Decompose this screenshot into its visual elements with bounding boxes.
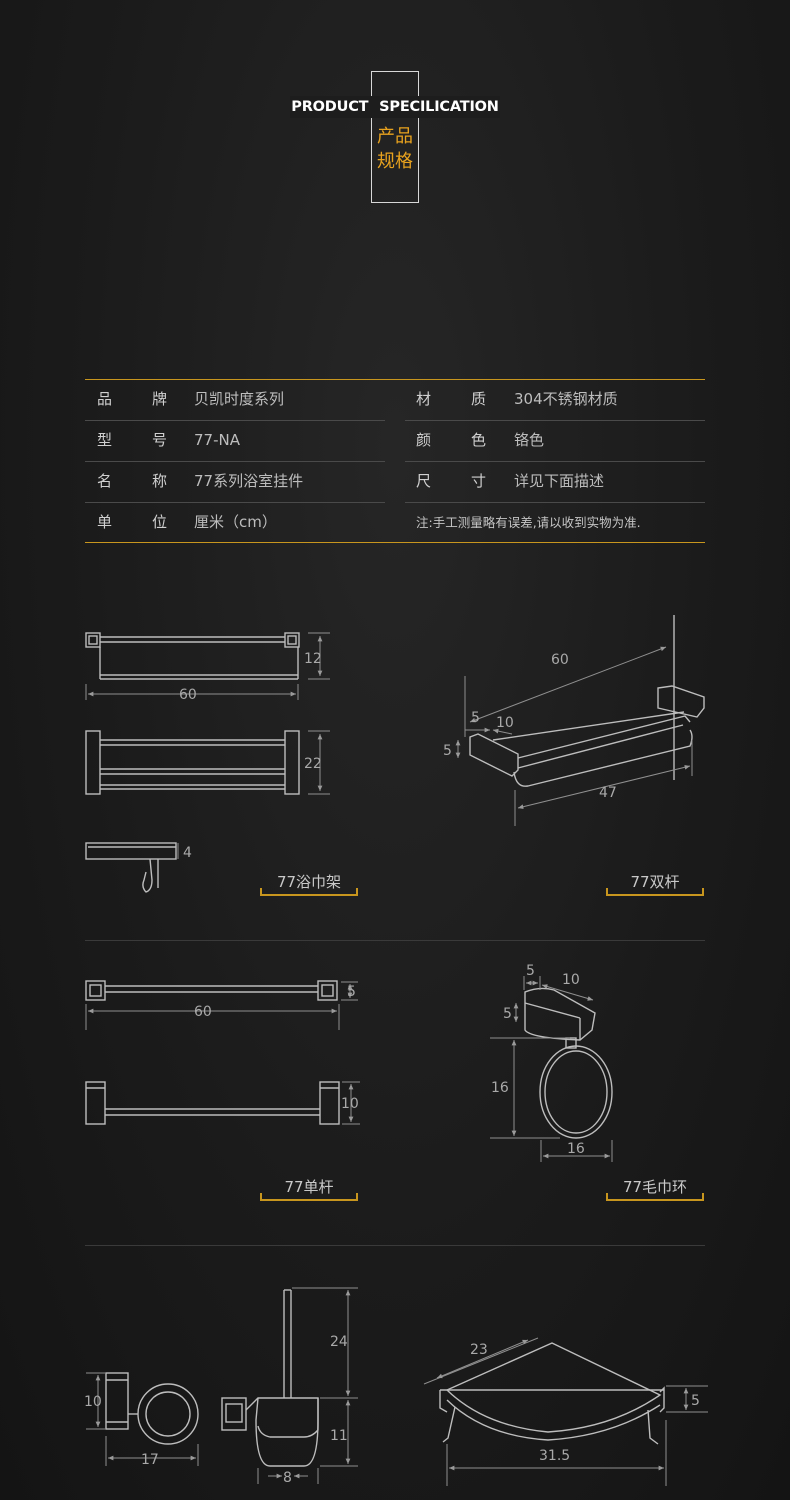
spec-value-model: 77-NA (194, 431, 240, 449)
spec-label-char: 型 (97, 431, 113, 449)
dim-double-a: 5 (471, 710, 480, 726)
header-title-en: PRODUCT SPECILICATION (290, 96, 500, 118)
spec-label-char: 色 (470, 431, 486, 449)
dim-cup-height: 10 (84, 1394, 102, 1410)
spec-row-divider (405, 502, 705, 503)
spec-top-border (85, 379, 705, 380)
caption-double-bar: 77双杆 (606, 872, 704, 896)
spec-label-unit: 单位 (97, 512, 167, 532)
dim-cup-width: 17 (141, 1452, 159, 1468)
spec-bottom-border (85, 542, 705, 543)
spec-label-char: 牌 (151, 390, 167, 408)
double-bar-drawing (469, 615, 705, 787)
spec-label-char: 号 (151, 431, 167, 449)
section-divider (85, 1245, 705, 1246)
towel-rack-top-view (85, 632, 300, 680)
caption-towel-ring: 77毛巾环 (606, 1177, 704, 1201)
spec-label-char: 位 (151, 513, 167, 531)
dim-brush-top: 24 (330, 1334, 348, 1350)
dim-brush-bottom: 11 (330, 1428, 348, 1444)
dim-single-width: 60 (194, 1004, 212, 1020)
cup-holder-drawing (105, 1372, 199, 1445)
dim-shelf-width: 31.5 (539, 1448, 570, 1464)
dim-rack-height: 12 (304, 651, 322, 667)
spec-label-char: 颜 (416, 431, 432, 449)
spec-value-name: 77系列浴室挂件 (194, 472, 304, 490)
dim-rack-width: 60 (179, 687, 197, 703)
header-title-cn-line1: 产品 (377, 126, 413, 147)
dim-single-side: 5 (347, 984, 356, 1000)
section-divider (85, 940, 705, 941)
dim-double-width: 60 (551, 652, 569, 668)
spec-value-size: 详见下面描述 (514, 472, 605, 490)
dim-ring-a: 5 (526, 963, 535, 979)
toilet-brush-drawing (221, 1289, 319, 1467)
spec-label-material: 材质 (416, 389, 486, 409)
dim-rack-side: 4 (183, 845, 192, 861)
dim-double-b: 10 (496, 715, 514, 731)
spec-label-char: 称 (151, 472, 167, 490)
spec-value-unit: 厘米（cm） (194, 513, 277, 531)
dim-brush-width: 8 (283, 1470, 292, 1486)
dim-shelf-height: 5 (691, 1393, 700, 1409)
caption-single-bar: 77单杆 (260, 1177, 358, 1201)
spec-label-char: 材 (416, 390, 432, 408)
spec-note: 注:手工测量略有误差,请以收到实物为准. (416, 515, 641, 530)
spec-label-char: 质 (470, 390, 486, 408)
dim-ring-width: 16 (567, 1141, 585, 1157)
spec-row-divider (405, 461, 705, 462)
spec-label-char: 尺 (416, 472, 432, 490)
spec-row-divider (85, 461, 385, 462)
dim-single-height: 10 (341, 1096, 359, 1112)
spec-value-color: 铬色 (514, 431, 545, 449)
towel-rack-front-view (85, 730, 300, 795)
spec-row-divider (85, 420, 385, 421)
spec-value-material: 304不锈钢材质 (514, 390, 618, 408)
spec-table: 品牌 贝凯时度系列 材质 304不锈钢材质 型号 77-NA 颜色 铬色 名称 … (85, 379, 705, 543)
dim-ring-height: 16 (491, 1080, 509, 1096)
spec-row-divider (85, 502, 385, 503)
dim-rack-depth: 22 (304, 756, 322, 772)
dim-ring-b: 10 (562, 972, 580, 988)
header-frame (371, 71, 419, 203)
corner-shelf-drawing (439, 1342, 665, 1445)
single-bar-top-view (85, 980, 338, 1001)
towel-ring-drawing (524, 987, 613, 1139)
spec-label-char: 单 (97, 513, 113, 531)
spec-label-char: 名 (97, 472, 113, 490)
dim-ring-c: 5 (503, 1006, 512, 1022)
single-bar-front-view (85, 1081, 340, 1125)
dim-double-inner: 47 (599, 785, 617, 801)
spec-label-size: 尺寸 (416, 471, 486, 491)
spec-label-name: 名称 (97, 471, 167, 491)
header-title-cn: 产品 规格 (372, 124, 418, 174)
header-title-cn-line2: 规格 (377, 151, 413, 172)
towel-rack-side-view (85, 842, 177, 893)
dim-shelf-side: 23 (470, 1342, 488, 1358)
spec-value-brand: 贝凯时度系列 (194, 390, 285, 408)
dim-double-c: 5 (443, 743, 452, 759)
spec-label-char: 品 (97, 390, 113, 408)
spec-label-char: 寸 (470, 472, 486, 490)
caption-towel-rack: 77浴巾架 (260, 872, 358, 896)
spec-row-divider (405, 420, 705, 421)
spec-label-color: 颜色 (416, 430, 486, 450)
spec-label-model: 型号 (97, 430, 167, 450)
spec-label-brand: 品牌 (97, 389, 167, 409)
